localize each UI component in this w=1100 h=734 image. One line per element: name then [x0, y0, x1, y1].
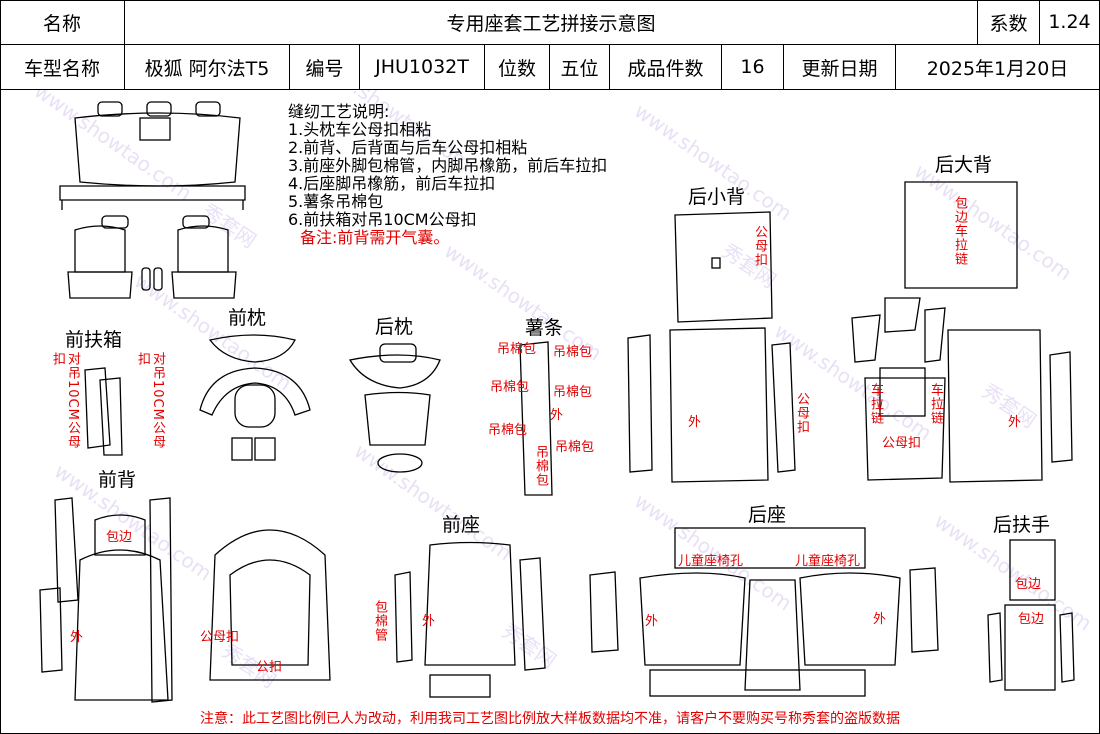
annot-male-female: 公母扣 — [752, 225, 767, 267]
front-pillow-pattern — [199, 334, 311, 461]
note-item: 5.薯条吊棉包 — [288, 192, 384, 211]
fries-pattern — [519, 341, 553, 496]
diagram-title: 专用座套工艺拼接示意图 — [125, 0, 978, 45]
note-item: 3.前座外脚包棉管，内脚吊橡筋，前后车拉扣 — [288, 156, 608, 175]
label-fries: 薯条 — [525, 317, 564, 339]
footer-warning: 注意：此工艺图比例已人为改动，利用我司工艺图比例放大样板数据均不准，请客户不要购… — [200, 711, 900, 727]
label-front-seat: 前座 — [442, 514, 481, 536]
annot-binding: 包边 — [1015, 577, 1042, 592]
rear-small-back-pattern — [627, 211, 796, 483]
annot-child-hole-right: 儿童座椅孔 — [795, 554, 861, 569]
front-back-pattern — [39, 497, 173, 703]
pieces-value: 16 — [722, 45, 784, 90]
annot-outer: 外 — [1008, 415, 1022, 430]
seat-value: 五位 — [550, 45, 610, 90]
annot-binding-zipper: 包边车拉链 — [952, 196, 967, 266]
annot-male-female: 公母扣 — [882, 436, 922, 451]
label-front-pillow: 前枕 — [228, 307, 267, 329]
annot-zipper-left: 车拉链 — [868, 383, 883, 425]
annot-outer: 外 — [688, 415, 702, 430]
code-value: JHU1032T — [360, 45, 485, 90]
annot-outer: 外 — [873, 612, 887, 627]
seat-overview — [59, 101, 246, 299]
annot-pair10cm-left: 对吊10CM公母扣 — [50, 352, 80, 449]
note-item: 4.后座脚吊橡筋，前后车拉扣 — [288, 174, 496, 193]
annot-outer: 外 — [422, 614, 436, 629]
annot-cotton: 吊棉包 — [553, 385, 593, 400]
model-label: 车型名称 — [0, 45, 125, 90]
coef-label: 系数 — [978, 0, 1040, 45]
annot-male-female: 公母扣 — [200, 630, 240, 645]
rear-big-back-pattern — [851, 181, 1073, 483]
notes-heading: 缝纫工艺说明: — [288, 102, 390, 121]
rear-seat-pattern — [589, 527, 939, 697]
annot-zipper-right: 车拉链 — [928, 383, 943, 425]
label-front-back: 前背 — [98, 469, 137, 491]
pieces-label: 成品件数 — [610, 45, 722, 90]
code-label: 编号 — [290, 45, 360, 90]
annot-male: 公扣 — [256, 660, 283, 675]
annot-cotton-tube: 包棉管 — [372, 600, 387, 642]
notes-remark: 备注:前背需开气囊。 — [300, 228, 450, 247]
annot-cotton: 吊棉包 — [490, 380, 530, 395]
note-item: 1.头枕车公母扣相粘 — [288, 120, 432, 139]
annot-child-hole-left: 儿童座椅孔 — [678, 554, 744, 569]
label-rear-pillow: 后枕 — [375, 316, 414, 338]
model-value: 极狐 阿尔法T5 — [125, 45, 290, 90]
annot-binding: 包边 — [1018, 612, 1045, 627]
front-armrest-pattern — [84, 367, 123, 456]
note-item: 2.前背、后背面与后车公母扣相粘 — [288, 138, 528, 157]
annot-outer: 外 — [70, 630, 84, 645]
annot-pair10cm-right: 对吊10CM公母扣 — [135, 352, 165, 449]
annot-outer: 外 — [645, 614, 659, 629]
label-rear-armrest: 后扶手 — [993, 514, 1051, 536]
front-seat-pattern — [394, 541, 546, 698]
annot-cotton: 吊棉包 — [488, 423, 528, 438]
seat-label: 位数 — [485, 45, 550, 90]
name-label: 名称 — [0, 0, 125, 45]
annot-male-female: 公母扣 — [794, 392, 809, 434]
annot-outer: 外 — [550, 408, 564, 423]
rear-armrest-pattern — [987, 539, 1075, 691]
annot-cotton: 吊棉包 — [497, 342, 537, 357]
label-rear-big-back: 后大背 — [935, 154, 993, 176]
annot-cotton: 吊棉包 — [555, 440, 595, 455]
header-table: 名称 专用座套工艺拼接示意图 系数 1.24 车型名称 极狐 阿尔法T5 编号 … — [0, 0, 1100, 90]
label-rear-small-back: 后小背 — [688, 186, 746, 208]
date-label: 更新日期 — [784, 45, 896, 90]
label-rear-seat: 后座 — [748, 504, 787, 526]
label-front-armrest: 前扶箱 — [65, 329, 123, 351]
rear-pillow-pattern — [348, 343, 441, 473]
sewing-notes: 缝纫工艺说明: 1.头枕车公母扣相粘 2.前背、后背面与后车公母扣相粘 3.前座… — [288, 103, 607, 247]
annot-cotton: 吊棉包 — [553, 345, 593, 360]
annot-binding: 包边 — [106, 530, 133, 545]
front-back-side-pattern — [209, 529, 331, 681]
annot-cotton-vertical: 吊棉包 — [533, 445, 548, 487]
note-item: 6.前扶箱对吊10CM公母扣 — [288, 210, 477, 229]
